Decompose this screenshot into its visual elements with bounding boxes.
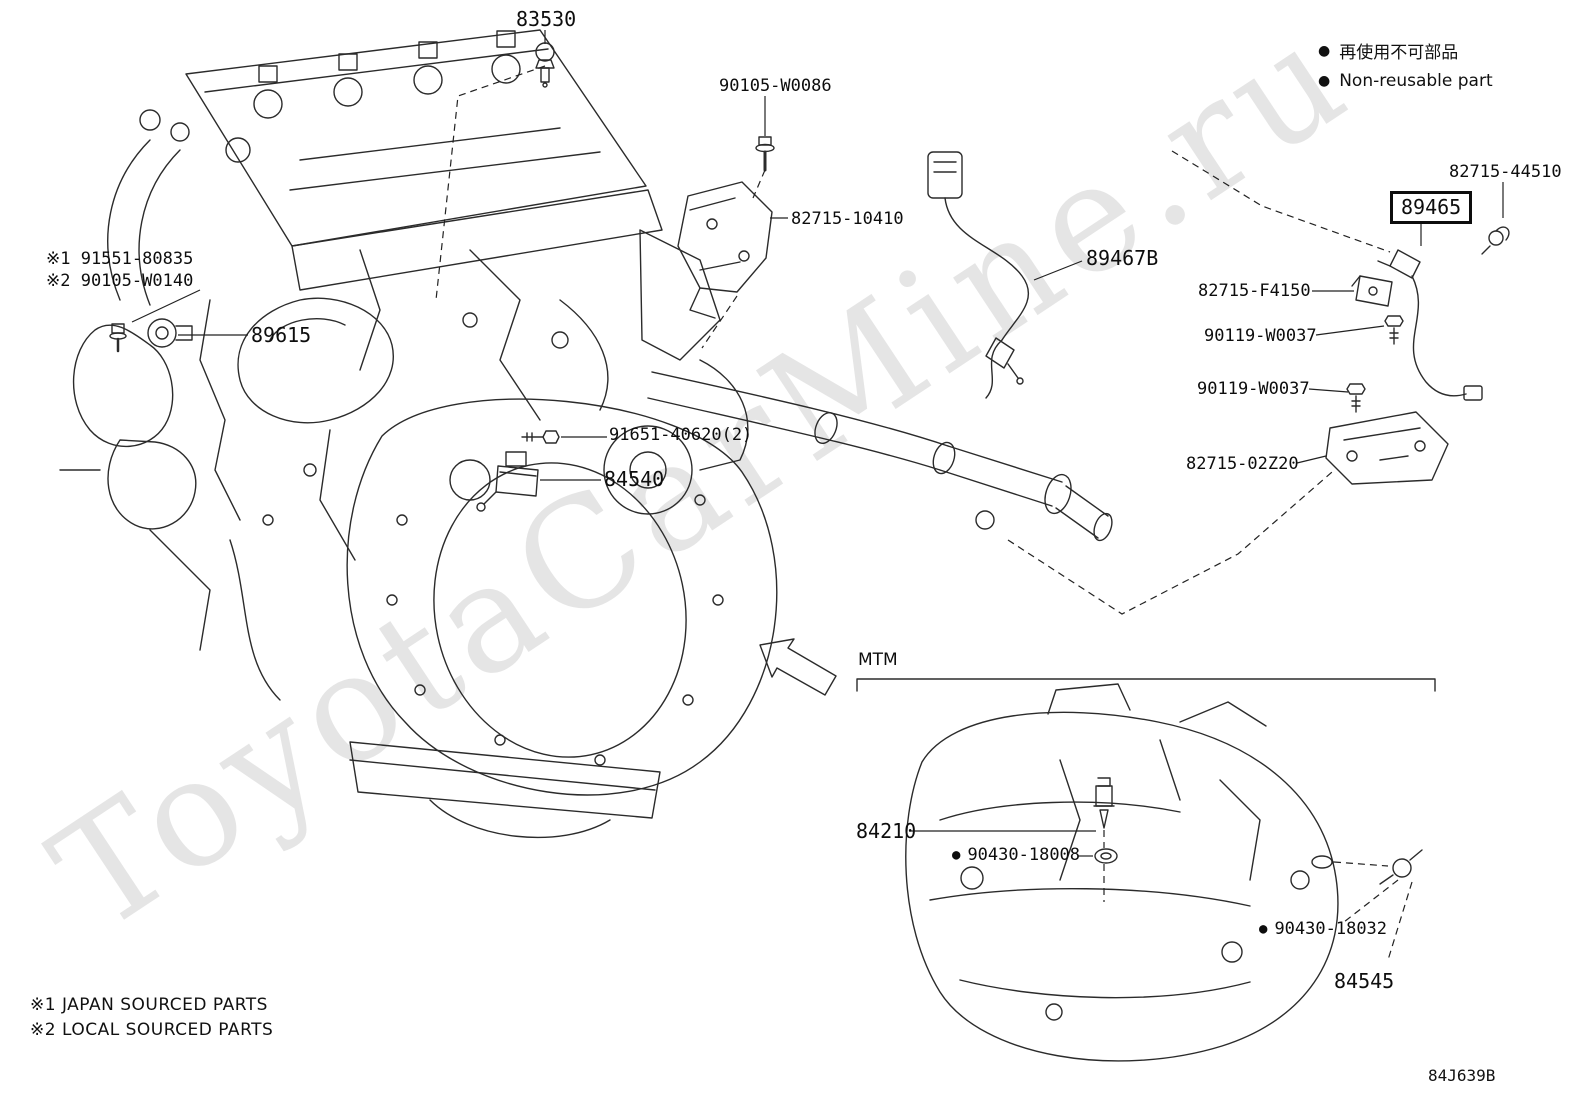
part-label-8271502Z20[interactable]: 82715-02Z20	[1186, 454, 1299, 475]
part-label-9043018032[interactable]: ● 90430-18032	[1259, 919, 1388, 940]
footnote-japan-sourced: ※1 JAPAN SOURCED PARTS	[30, 995, 268, 1015]
part-label-82715F4150[interactable]: 82715-F4150	[1198, 281, 1311, 302]
part-label-90119W0037[interactable]: 90119-W0037	[1204, 326, 1317, 347]
bolt-icon-91651	[521, 430, 560, 444]
part-number-text: MTM	[858, 650, 898, 670]
footnotes: ※1 JAPAN SOURCED PARTS ※2 LOCAL SOURCED …	[30, 995, 273, 1045]
part-number-text: ※1 91551-80835	[46, 249, 194, 269]
legend-text-jp: 再使用不可部品	[1339, 43, 1459, 63]
non-reusable-dot-icon: ●	[1318, 42, 1331, 59]
clamp-icon-44510	[1481, 226, 1510, 255]
bracket-icon-F4150	[1351, 275, 1393, 307]
bolt-icon-90105	[755, 136, 775, 172]
part-number-text: 90105-W0086	[719, 76, 832, 96]
part-label-90119W0037[interactable]: 90119-W0037	[1197, 379, 1310, 400]
bolt-icon-90119-2	[1346, 383, 1366, 413]
part-label-89615[interactable]: 89615	[251, 324, 311, 347]
part-label-89465[interactable]: 89465	[1390, 191, 1473, 224]
oxygen-sensor-icon-89467B	[927, 151, 1029, 399]
diagram-code: 84J639B	[1428, 1066, 1496, 1085]
part-label-90105W0086[interactable]: 90105-W0086	[719, 76, 832, 97]
legend-line-jp: ● 再使用不可部品	[1318, 38, 1493, 64]
part-number-text: 82715-44510	[1449, 162, 1562, 182]
mtm-bracket-line	[856, 678, 1436, 692]
part-number-text: 84545	[1334, 969, 1395, 993]
footnote-local-sourced: ※2 LOCAL SOURCED PARTS	[30, 1020, 274, 1040]
part-label-83530[interactable]: 83530	[516, 8, 576, 31]
legend-line-en: ● Non-reusable part	[1318, 71, 1493, 91]
part-number-text: 91651-40620(2)	[609, 425, 753, 445]
part-label-89467B[interactable]: 89467B	[1086, 247, 1158, 270]
part-number-text: 89465	[1401, 195, 1462, 219]
sensor-bracket-icon-10410	[677, 181, 773, 319]
part-label-290105W0140[interactable]: ※2 90105-W0140	[46, 271, 194, 292]
non-reusable-dot-icon: ●	[1318, 73, 1331, 89]
backup-lamp-switch-icon-84540	[476, 451, 539, 512]
part-number-text: ※2 90105-W0140	[46, 271, 194, 291]
part-number-text: 84540	[604, 467, 665, 491]
part-label-19155180835[interactable]: ※1 91551-80835	[46, 249, 194, 270]
part-label-84545[interactable]: 84545	[1334, 970, 1394, 993]
dashed-lines	[435, 65, 1413, 961]
part-label-84210[interactable]: 84210	[856, 820, 916, 843]
speed-sensor-icon-18008	[1093, 777, 1118, 864]
part-number-text: 90119-W0037	[1204, 326, 1317, 346]
mtm-label: MTM	[858, 650, 898, 671]
engine-art	[59, 29, 1436, 839]
part-label-8271544510[interactable]: 82715-44510	[1449, 162, 1562, 183]
part-number-text: 84210	[856, 819, 917, 843]
part-number-text: 90119-W0037	[1197, 379, 1310, 399]
part-number-text: 82715-02Z20	[1186, 454, 1299, 474]
part-number-text: 90430-18032	[1274, 919, 1388, 939]
part-number-text: 89615	[251, 323, 312, 347]
part-label-8271510410[interactable]: 82715-10410	[791, 209, 904, 230]
non-reusable-dot-icon: ●	[952, 847, 961, 863]
part-number-text: 82715-10410	[791, 209, 904, 229]
leader-lines	[131, 30, 1504, 863]
direction-arrow-icon	[759, 638, 837, 696]
transmission-art	[905, 683, 1339, 1062]
part-number-text: 82715-F4150	[1198, 281, 1311, 301]
part-label-9043018008[interactable]: ● 90430-18008	[952, 845, 1081, 866]
non-reusable-dot-icon: ●	[1259, 921, 1268, 937]
oxygen-sensor-icon-89465	[1377, 249, 1483, 401]
part-number-text: 89467B	[1086, 246, 1159, 270]
legend-text-en: Non-reusable part	[1339, 71, 1493, 91]
part-label-84540[interactable]: 84540	[604, 468, 664, 491]
knock-sensor-icon-89615	[109, 318, 193, 353]
part-label-91651406202[interactable]: 91651-40620(2)	[609, 425, 753, 446]
legend: ● 再使用不可部品 ● Non-reusable part	[1318, 38, 1493, 99]
sensor-protector-icon-02Z20	[1325, 411, 1449, 485]
part-number-text: 83530	[516, 7, 577, 31]
bolt-icon-90119-1	[1384, 315, 1404, 345]
part-number-text: 90430-18008	[967, 845, 1081, 865]
